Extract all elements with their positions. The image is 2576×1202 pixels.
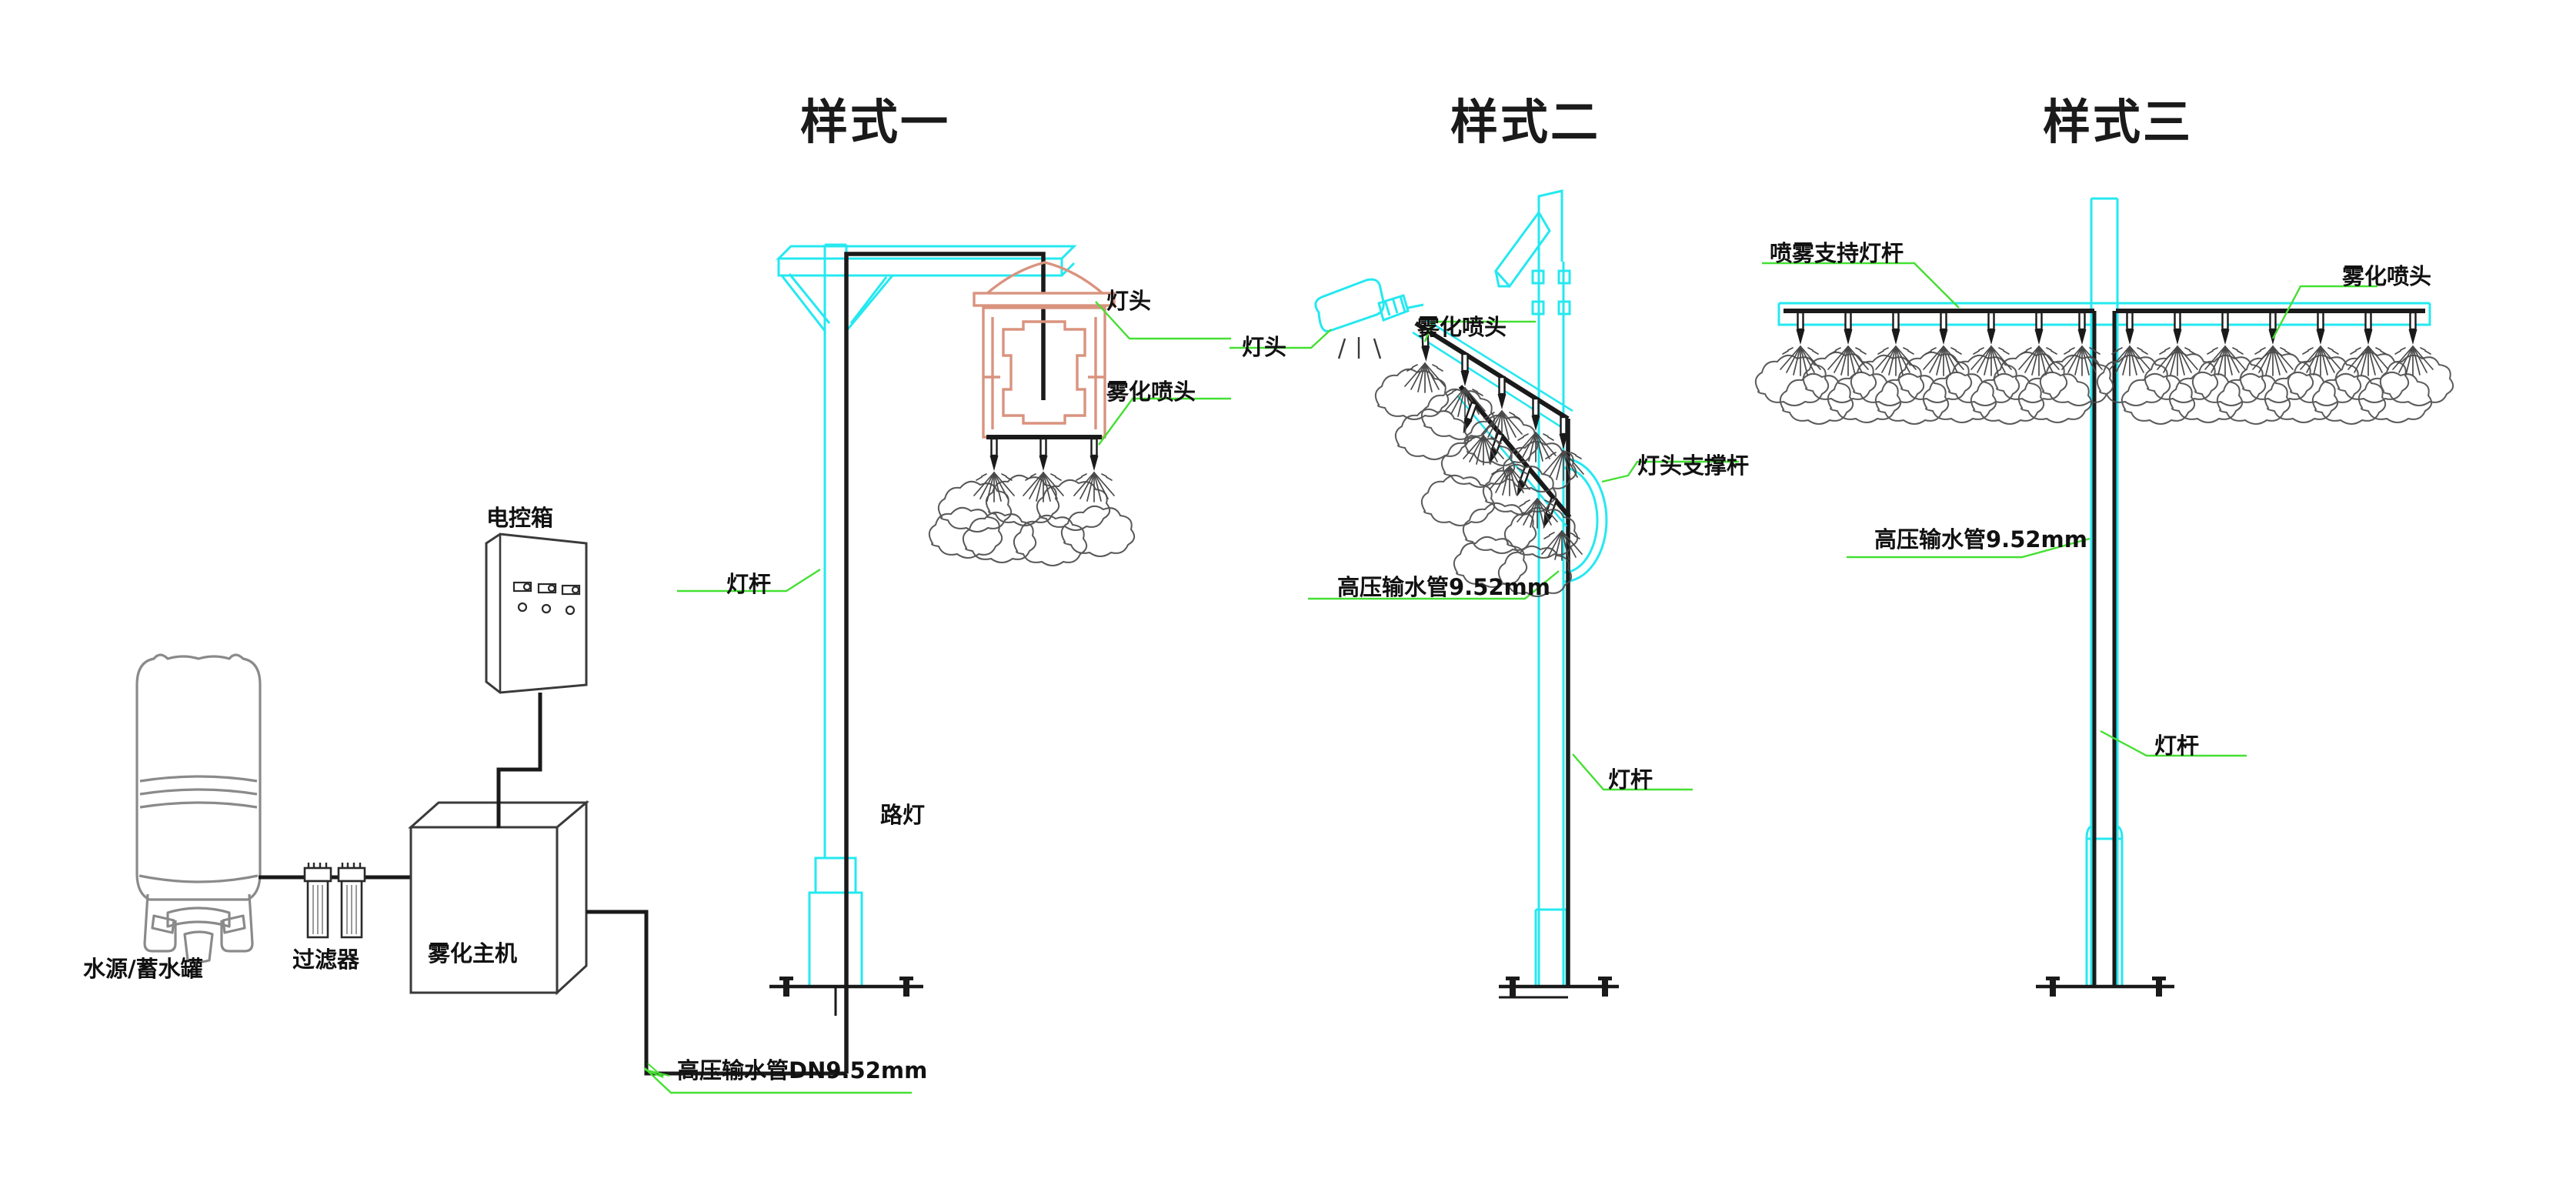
style1-lamphead-leader <box>1095 301 1231 340</box>
label-fog-machine: 雾化主机 <box>428 940 518 967</box>
label-s1-street-lamp: 路灯 <box>880 802 926 828</box>
style2-ground <box>1499 977 1619 999</box>
style3-mist-cloud <box>1754 351 2454 425</box>
style1-water-pipe <box>844 252 1046 1073</box>
style2-upper-nozzles <box>1404 328 1584 481</box>
label-control-box: 电控箱 <box>486 505 554 531</box>
label-s1-lamp-head: 灯头 <box>1106 288 1152 314</box>
style2-lamphead-leader <box>1230 329 1332 349</box>
style1-nozzles <box>973 437 1115 503</box>
equipment-group <box>135 533 912 1094</box>
label-s2-pipe: 高压输水管9.52mm <box>1337 574 1550 600</box>
style1-pole-leader <box>677 568 821 593</box>
label-s3-nozzle: 雾化喷头 <box>2342 263 2432 289</box>
label-s2-lamp-pole: 灯杆 <box>1608 766 1653 793</box>
style2-pole-leader <box>1572 753 1693 791</box>
label-s3-pipe: 高压输水管9.52mm <box>1874 526 2087 553</box>
control-cable <box>496 693 542 828</box>
title-style-one: 样式一 <box>800 94 951 150</box>
style3-pole-leader <box>2100 730 2247 757</box>
style3-pipe-leader <box>1847 537 2090 559</box>
style-three-group <box>1754 197 2454 997</box>
style3-nozzles-right <box>2109 311 2434 376</box>
supply-pipe-leader-line <box>644 1067 912 1094</box>
control-box-icon <box>485 533 588 694</box>
title-style-two: 样式二 <box>1450 94 1601 150</box>
label-s3-lamp-pole: 灯杆 <box>2154 733 2200 759</box>
style3-nozzles-left <box>1780 311 2103 376</box>
high-pressure-supply-pipe <box>586 910 846 1076</box>
style2-lower-boom <box>1458 385 1572 519</box>
label-s1-lamp-pole: 灯杆 <box>726 571 772 597</box>
style-two-group <box>1230 189 1739 999</box>
style1-nozzle-leader-line <box>1098 397 1231 446</box>
style-one-group <box>677 243 1231 1073</box>
style3-crossarm-rails <box>1777 302 2431 326</box>
label-water-tank: 水源/蓄水罐 <box>83 956 203 982</box>
filter-icon <box>303 863 366 939</box>
label-filter: 过滤器 <box>292 947 360 973</box>
style2-nozzle-leader <box>1423 320 1536 342</box>
supply-pipe-leader <box>644 1063 670 1078</box>
style3-support-leader <box>1762 262 1960 309</box>
style2-upper-boom <box>1414 321 1570 421</box>
style2-light-rays <box>1337 337 1382 359</box>
style3-ground <box>2036 977 2174 997</box>
water-tank-icon <box>135 653 262 963</box>
label-s2-nozzle: 雾化喷头 <box>1417 314 1507 340</box>
label-s1-nozzle: 雾化喷头 <box>1106 379 1196 405</box>
style2-support-leader <box>1601 460 1739 483</box>
label-supply-pipe: 高压输水管DN9.52mm <box>677 1057 928 1083</box>
style2-pipe-leader <box>1308 570 1560 600</box>
label-s2-head-support: 灯头支撑杆 <box>1637 452 1750 479</box>
style3-pole <box>2085 197 2124 987</box>
style2-lamp-head-icon <box>1314 278 1424 332</box>
style3-nozzle-leader <box>2271 285 2377 339</box>
label-s3-spray-support: 喷雾支持灯杆 <box>1770 240 1904 266</box>
label-s2-lamp-head: 灯头 <box>1242 334 1287 360</box>
style1-ground <box>769 977 923 1016</box>
style1-pole <box>776 243 1077 988</box>
title-style-three: 样式三 <box>2043 94 2194 150</box>
